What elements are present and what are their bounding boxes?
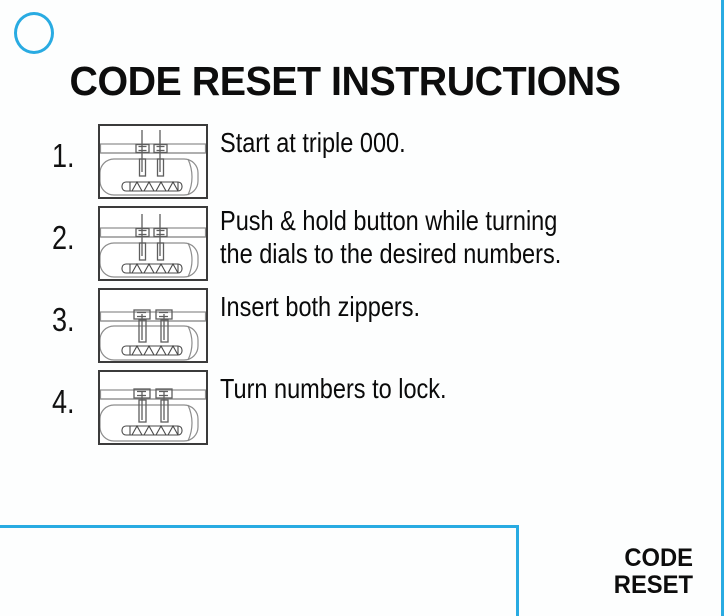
luggage-lock-turn-to-lock-icon bbox=[98, 370, 208, 445]
brand-line-1: CODE bbox=[624, 544, 693, 572]
step-number: 3. bbox=[52, 301, 75, 338]
list-item: 1. bbox=[52, 120, 682, 202]
step-text: Start at triple 000. bbox=[220, 127, 406, 158]
brand-line-2: RESET bbox=[613, 571, 693, 599]
luggage-lock-zippers-inserted-icon bbox=[98, 288, 208, 363]
decorative-circle-icon bbox=[14, 12, 54, 54]
accent-border-right bbox=[721, 0, 724, 616]
step-number: 2. bbox=[52, 219, 75, 256]
list-item: 2. bbox=[52, 202, 682, 284]
page-title: CODE RESET INSTRUCTIONS bbox=[69, 58, 621, 104]
luggage-lock-dials-zero-icon bbox=[98, 124, 208, 199]
steps-list: 1. bbox=[52, 120, 682, 448]
brand-mark: CODE RESET bbox=[503, 545, 693, 599]
step-number: 1. bbox=[52, 137, 75, 174]
list-item: 3. bbox=[52, 284, 682, 366]
step-text: Turn numbers to lock. bbox=[220, 373, 447, 404]
step-text: Push & hold button while turning the dia… bbox=[220, 205, 562, 269]
luggage-lock-push-hold-button-icon bbox=[98, 206, 208, 281]
step-number: 4. bbox=[52, 383, 75, 420]
list-item: 4. bbox=[52, 366, 682, 448]
accent-rule-bottom bbox=[0, 525, 519, 528]
step-text: Insert both zippers. bbox=[220, 291, 421, 322]
accent-rule-vertical bbox=[516, 525, 519, 616]
